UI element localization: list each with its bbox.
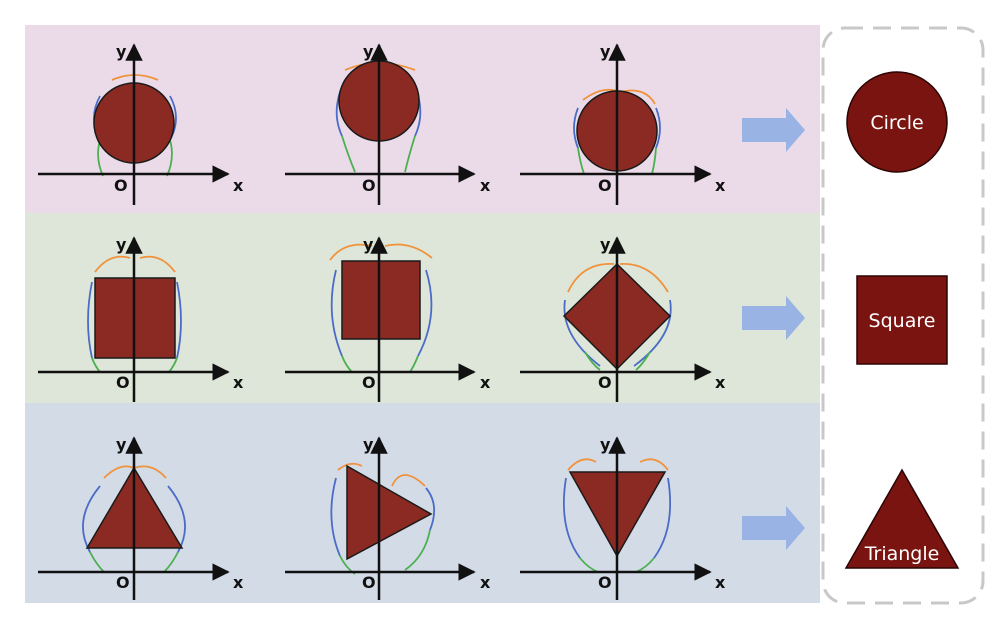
square-panel-3: y x O: [520, 235, 726, 402]
y-axis-label: y: [600, 42, 611, 61]
result-square-label: Square: [869, 310, 936, 332]
y-axis-label: y: [116, 435, 127, 454]
origin-label: O: [598, 373, 612, 392]
arrow-right-icon: [742, 506, 805, 550]
circle-panel-1: y x O: [38, 42, 244, 205]
triangle-panel-1: y x O: [38, 435, 244, 600]
arrow-right-icon: [742, 296, 805, 340]
origin-label: O: [362, 573, 376, 592]
origin-label: O: [598, 176, 612, 195]
x-axis-label: x: [715, 573, 726, 592]
y-axis-label: y: [363, 42, 374, 61]
circle-panel-3: y x O: [520, 42, 726, 205]
y-axis-label: y: [363, 235, 374, 254]
triangle-panel-3: y x O: [520, 435, 726, 600]
origin-label: O: [116, 373, 130, 392]
origin-label: O: [362, 373, 376, 392]
y-axis-label: y: [116, 235, 127, 254]
result-circle-label: Circle: [870, 112, 923, 134]
square-shape: [341, 260, 421, 340]
x-axis-label: x: [480, 573, 491, 592]
y-axis-label: y: [363, 435, 374, 454]
y-axis-label: y: [600, 435, 611, 454]
result-triangle-label: Triangle: [864, 543, 940, 565]
x-axis-label: x: [233, 573, 244, 592]
origin-label: O: [598, 573, 612, 592]
x-axis-label: x: [233, 373, 244, 392]
triangle-panel-2: y x O: [285, 435, 491, 600]
y-axis-label: y: [600, 235, 611, 254]
arrow-right-icon: [742, 108, 805, 152]
x-axis-label: x: [480, 176, 491, 195]
x-axis-label: x: [480, 373, 491, 392]
origin-label: O: [114, 176, 128, 195]
result-triangle: Triangle: [844, 468, 960, 569]
circle-panel-2: y x O: [285, 42, 491, 205]
origin-label: O: [362, 176, 376, 195]
result-square: Square: [856, 275, 948, 365]
result-circle: Circle: [846, 71, 948, 173]
x-axis-label: x: [715, 176, 726, 195]
triangle-shape: [346, 464, 433, 561]
square-panel-2: y x O: [285, 235, 491, 402]
x-axis-label: x: [233, 176, 244, 195]
results-panel-border: [821, 26, 985, 605]
square-panel-1: y x O: [38, 235, 244, 402]
triangle-row-background: [25, 403, 820, 603]
x-axis-label: x: [715, 373, 726, 392]
origin-label: O: [116, 573, 130, 592]
y-axis-label: y: [116, 42, 127, 61]
